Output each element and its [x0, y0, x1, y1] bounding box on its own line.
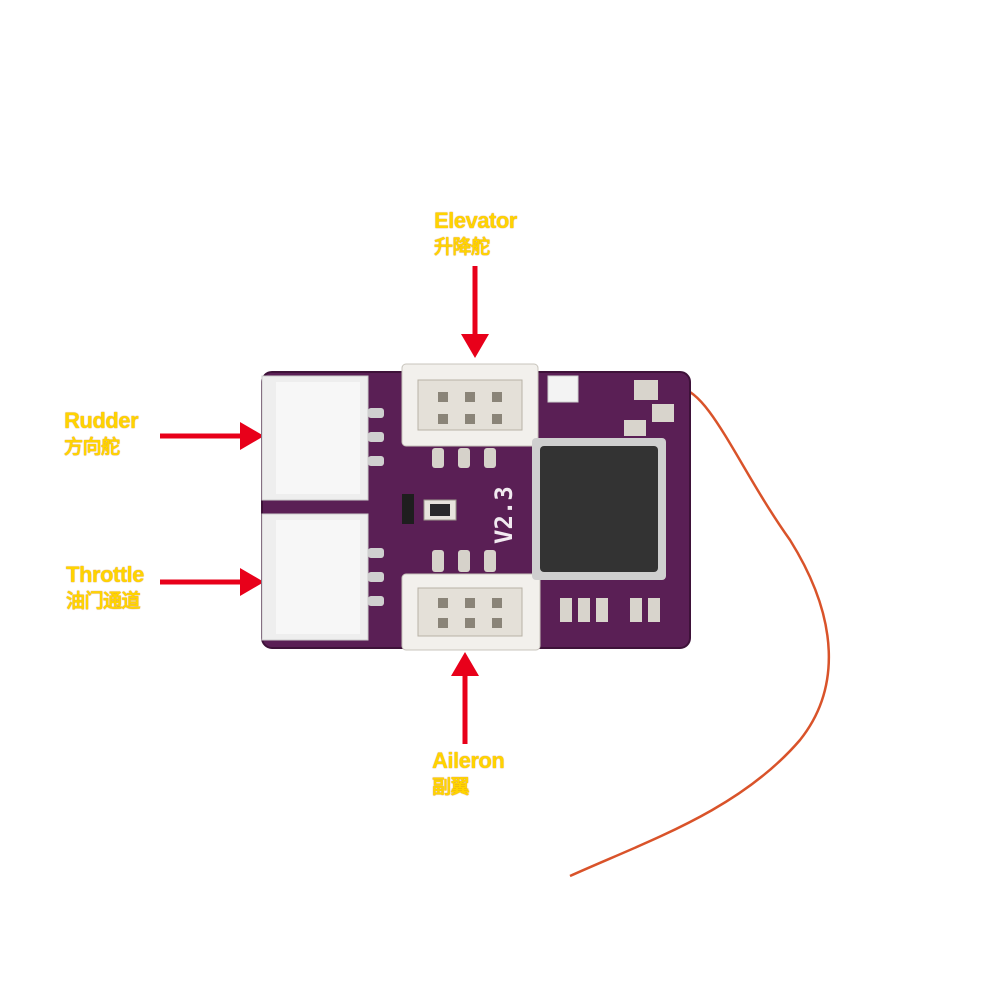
label-throttle-en: Throttle	[66, 562, 144, 587]
arrow-throttle	[160, 568, 264, 596]
label-rudder: Rudder 方向舵	[64, 408, 139, 460]
label-aileron: Aileron 副翼	[432, 748, 505, 800]
label-elevator-zh: 升降舵	[434, 236, 490, 258]
label-elevator: Elevator 升降舵	[434, 208, 517, 260]
resistor-array	[560, 598, 660, 622]
throttle-connector	[261, 513, 384, 641]
elevator-connector	[401, 363, 539, 468]
mcu-chip	[532, 438, 666, 580]
aileron-connector	[401, 550, 541, 651]
label-rudder-en: Rudder	[64, 408, 139, 433]
board-version: V2.3	[490, 486, 518, 544]
label-throttle-zh: 油门通道	[66, 590, 141, 612]
label-aileron-en: Aileron	[432, 748, 505, 773]
arrow-aileron	[451, 652, 479, 744]
arrow-elevator	[461, 266, 489, 358]
arrow-rudder	[160, 422, 264, 450]
label-aileron-zh: 副翼	[432, 776, 470, 798]
label-throttle: Throttle 油门通道	[66, 562, 144, 614]
antenna-wire	[569, 386, 830, 878]
label-rudder-zh: 方向舵	[64, 436, 120, 458]
label-elevator-en: Elevator	[434, 208, 517, 233]
rudder-connector	[261, 375, 384, 501]
